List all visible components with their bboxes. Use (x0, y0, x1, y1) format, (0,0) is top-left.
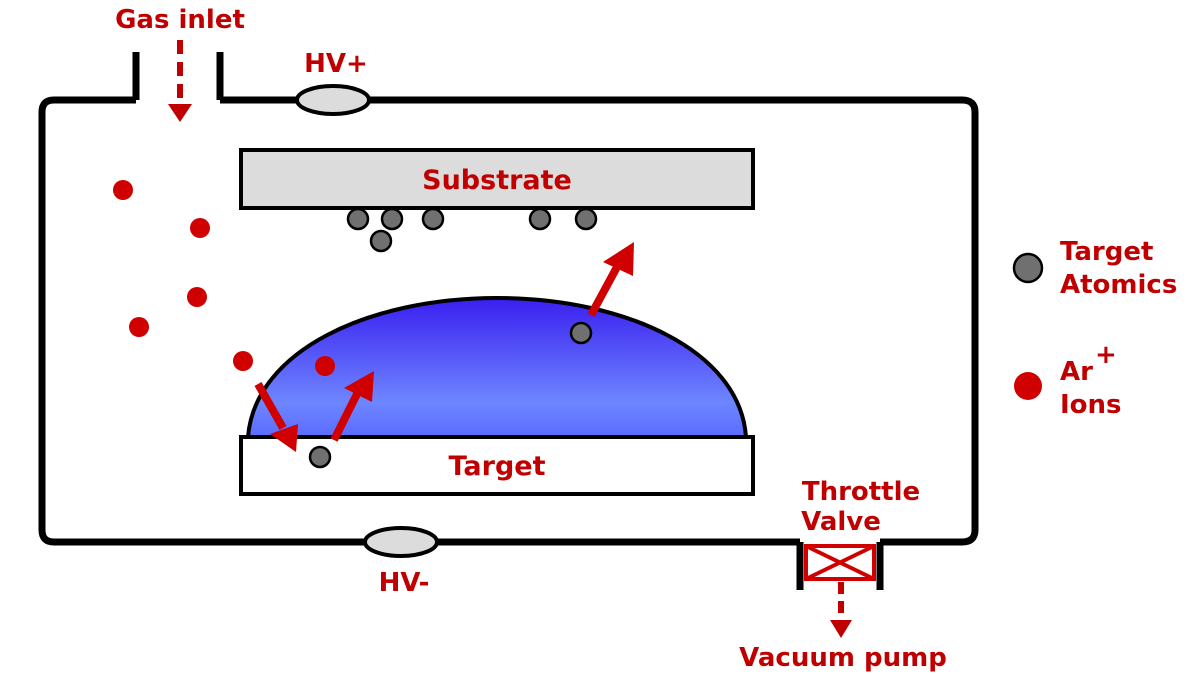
plasma-dome (245, 295, 749, 439)
throttle-valve-icon (804, 544, 876, 581)
deposited-atom (574, 207, 598, 231)
argon-ion (315, 356, 335, 376)
throttle-label-line2: Valve (801, 507, 881, 537)
legend-ar-ions-line2: Ions (1060, 390, 1122, 420)
argon-ion (187, 287, 207, 307)
legend-ar-text: Ar (1060, 357, 1093, 387)
vacuum-pump-label: Vacuum pump (739, 643, 947, 673)
sputtered-atom-plasma (569, 321, 593, 345)
legend-target-atoms-line1: Target (1060, 237, 1153, 267)
sputtered-atom (308, 445, 332, 469)
ion-impact-arrow (254, 382, 287, 430)
deposited-atom (380, 207, 404, 231)
gas-inlet-label: Gas inlet (115, 5, 245, 35)
deposited-atom (346, 207, 370, 231)
hv-plus-label: HV+ (304, 49, 368, 79)
target-label: Target (448, 451, 545, 482)
argon-ion (190, 218, 210, 238)
argon-ions (113, 180, 335, 376)
ejected-atom-arrow (330, 390, 362, 442)
hv-plus-electrode (295, 84, 371, 116)
deposited-atom (421, 207, 445, 231)
legend-ar-superscript: + (1095, 340, 1117, 370)
argon-ion (113, 180, 133, 200)
vacuum-pump-arrowhead (830, 620, 852, 638)
hv-minus-electrode (363, 526, 439, 558)
ejected-atom-arrowhead (344, 371, 374, 402)
legend-ar-ions-line1: Ar+ (1060, 340, 1117, 387)
chamber-wall (38, 96, 979, 546)
throttle-label-line1: Throttle (802, 477, 920, 507)
atom-travel-arrow (587, 265, 621, 317)
legend-ar-ion-marker (1014, 372, 1042, 400)
substrate-plate (239, 148, 755, 210)
ion-impact-arrowhead (270, 424, 298, 452)
substrate-label: Substrate (422, 165, 572, 196)
argon-ion (129, 317, 149, 337)
legend-target-atom-marker (1012, 252, 1044, 284)
atom-travel-arrowhead (603, 242, 634, 276)
legend-target-atoms-line2: Atomics (1060, 270, 1177, 300)
deposited-atom (528, 207, 552, 231)
gas-inlet-arrowhead (168, 104, 192, 122)
deposited-atoms (346, 207, 598, 253)
hv-minus-label: HV- (379, 568, 430, 598)
deposited-atom (369, 229, 393, 253)
motion-arrows (254, 242, 634, 452)
argon-ion (233, 351, 253, 371)
